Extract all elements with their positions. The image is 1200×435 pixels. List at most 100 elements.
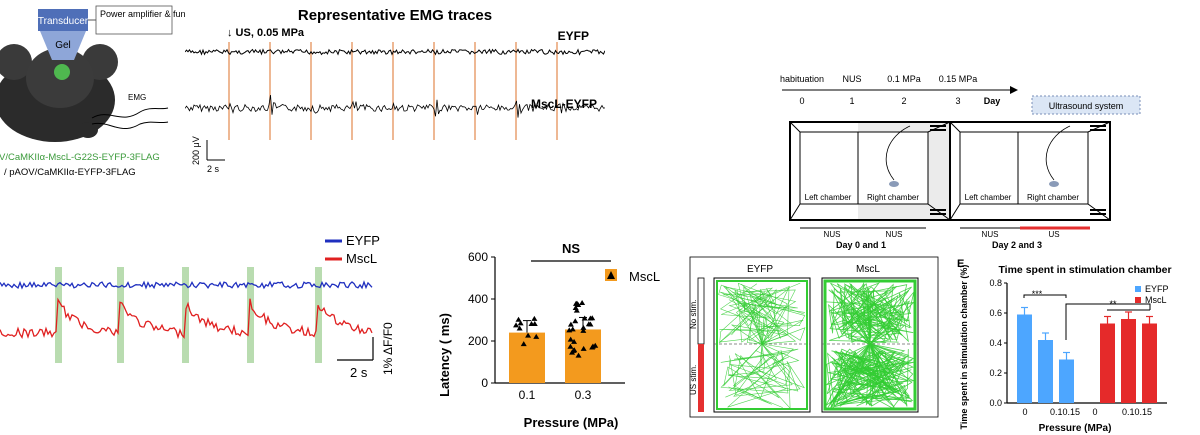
time-sig1: *** <box>1032 289 1043 299</box>
time-legend-eyfp-swatch <box>1135 286 1141 292</box>
data-point <box>531 315 538 321</box>
bar <box>1121 319 1136 403</box>
track-line <box>734 289 798 345</box>
data-point <box>575 301 582 307</box>
chamber2-caption: Day 2 and 3 <box>992 240 1043 250</box>
data-point <box>580 324 587 330</box>
brain-target <box>54 64 70 80</box>
data-point <box>573 307 580 313</box>
latency-legend-label: MscL <box>629 269 660 284</box>
emg-wire-2 <box>91 121 169 129</box>
virus-line2: / pAOV/CaMKIIα-EYFP-3FLAG <box>4 167 136 178</box>
track-line <box>842 294 899 345</box>
timeline-day-label: Day <box>984 96 1001 106</box>
sig-bracket-1 <box>1023 294 1067 298</box>
chamber2-left-label: Left chamber <box>965 193 1012 202</box>
y-tick-label: 0.8 <box>989 278 1002 288</box>
track-line <box>830 343 913 408</box>
timeline-arrow <box>1010 86 1018 94</box>
time-legend-eyfp: EYFP <box>1145 284 1169 294</box>
track-line <box>731 289 796 345</box>
timeline-day-3: 3 <box>955 96 960 106</box>
bar <box>1142 323 1157 403</box>
emg-trace1-label: EYFP <box>558 29 589 43</box>
stim-band <box>117 267 124 363</box>
track-stim-bar-none <box>697 277 705 345</box>
emg-trace2-label: MscL-EYFP <box>531 97 597 111</box>
calcium-scale-t-label: 2 s <box>350 365 368 380</box>
transducer-box <box>38 9 88 31</box>
stim-band <box>315 267 322 363</box>
track-line <box>740 283 793 345</box>
timeline-event-nus: NUS <box>842 74 861 84</box>
emg-scale-v-label: 200 μV <box>191 136 201 165</box>
track-line <box>836 283 898 345</box>
timeline-day-1: 1 <box>849 96 854 106</box>
data-point <box>569 326 576 332</box>
time-title: Time spent in stimulation chamber <box>998 264 1171 276</box>
track-line <box>719 291 789 345</box>
y-tick-label: 600 <box>468 250 488 264</box>
calcium-scale-y-label: 1% ΔF/F0 <box>381 322 395 375</box>
chamber-box-1 <box>789 121 951 221</box>
latency-legend-marker <box>607 271 615 279</box>
chamber1-left-label: Left chamber <box>805 193 852 202</box>
data-point <box>531 320 538 326</box>
data-point <box>516 325 523 331</box>
emg-scale-t-label: 2 s <box>207 164 220 174</box>
track-row-nostim: No stim. <box>689 300 698 329</box>
track-line <box>720 343 789 398</box>
track-line <box>718 283 790 345</box>
calcium-trace-eyfp <box>0 280 373 290</box>
data-point <box>517 320 524 326</box>
track-line <box>830 283 898 345</box>
track-line <box>836 289 904 345</box>
data-point <box>567 336 574 342</box>
track-row-usstim: US stim. <box>689 365 698 395</box>
track-col-eyfp: EYFP <box>747 264 773 275</box>
x-tick-label: 0 <box>1022 407 1027 417</box>
latency-xlabel: Pressure (MPa) <box>524 415 619 430</box>
chamber1-caption: Day 0 and 1 <box>836 240 887 250</box>
amplifier-box <box>95 5 173 35</box>
track-line <box>826 343 901 410</box>
track-line <box>728 343 787 385</box>
track-map-mscl <box>821 277 919 413</box>
data-point <box>580 327 587 333</box>
track-line <box>723 343 783 408</box>
latency-axes: 0 200 400 600 <box>468 250 625 390</box>
track-line <box>833 343 880 406</box>
track-line <box>758 289 804 345</box>
data-point <box>533 333 540 339</box>
emg-wire-1 <box>91 107 169 119</box>
y-tick-label: 0.2 <box>989 368 1002 378</box>
y-tick-label: 400 <box>468 292 488 306</box>
bar <box>1038 340 1053 403</box>
y-tick-label: 0.6 <box>989 308 1002 318</box>
latency-sig: NS <box>562 241 580 256</box>
chamber1-nus-right: NUS <box>886 230 903 239</box>
data-point <box>525 332 532 338</box>
track-line <box>828 289 901 345</box>
y-tick-label: 200 <box>468 334 488 348</box>
data-point <box>569 349 576 355</box>
track-line <box>737 282 788 345</box>
track-line <box>725 286 797 345</box>
emg-title: Representative EMG traces <box>298 7 492 24</box>
timeline-day-0: 0 <box>799 96 804 106</box>
time-bars <box>1017 306 1157 403</box>
track-line <box>737 290 785 345</box>
data-point <box>581 315 588 321</box>
timeline-event-habituation: habituation <box>780 74 824 84</box>
ultrasound-system-box <box>1031 95 1141 115</box>
track-map-eyfp <box>713 277 811 413</box>
track-panel: EYFP MscL No stim. US stim. <box>689 256 939 418</box>
stim-band <box>55 267 62 363</box>
data-point <box>580 345 587 351</box>
data-point <box>567 321 574 327</box>
bar <box>1100 323 1115 403</box>
time-sig2: ** <box>1109 299 1117 309</box>
y-tick-label: 0 <box>481 376 488 390</box>
